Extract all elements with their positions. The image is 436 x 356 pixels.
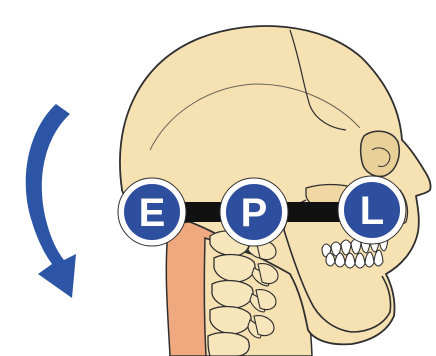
effort-label: E: [139, 191, 166, 235]
pivot-label: P: [241, 191, 268, 235]
vertebra-c5: [208, 333, 249, 356]
rotation-arrow: [26, 104, 76, 298]
eye-socket: [361, 131, 400, 176]
effort-node: E: [118, 178, 186, 246]
load-node: L: [338, 176, 406, 244]
load-label: L: [360, 189, 384, 233]
pivot-node: P: [220, 178, 288, 246]
